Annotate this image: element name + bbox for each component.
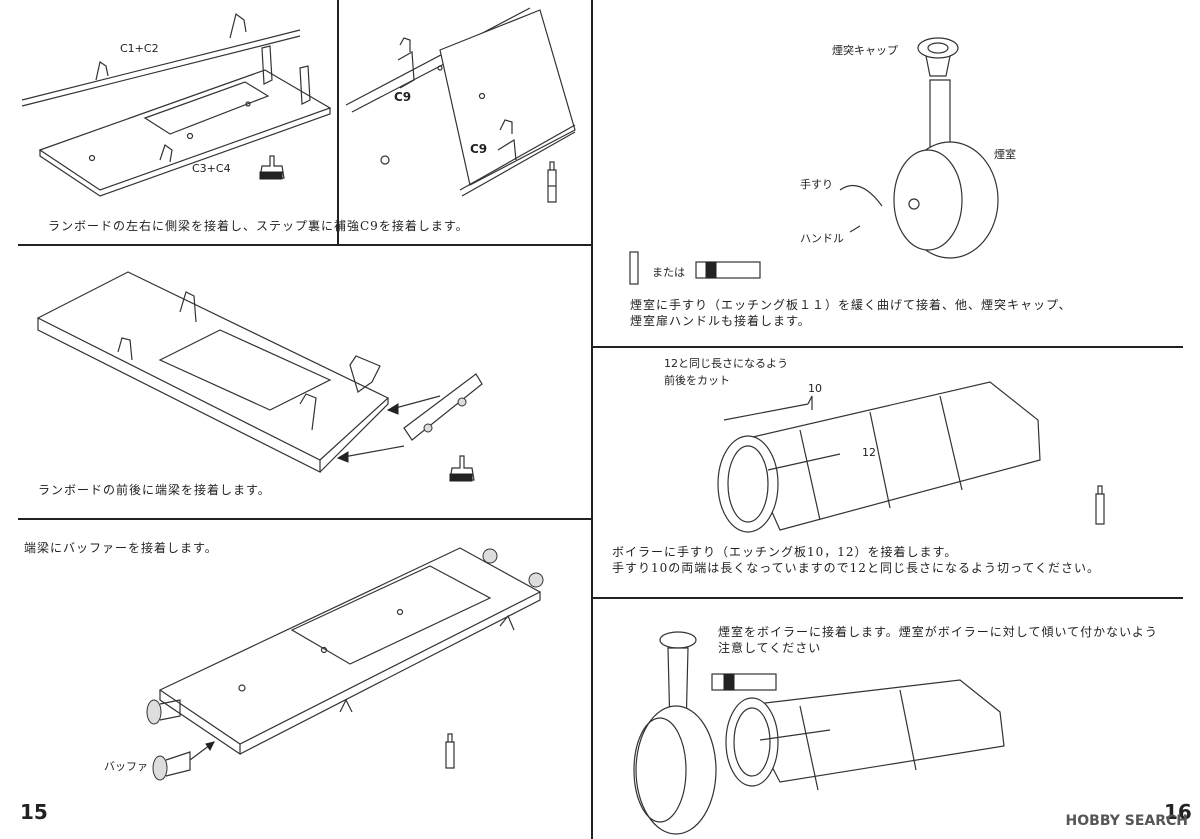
page-number-left: 15 — [20, 800, 48, 824]
label-smokebox: 煙室 — [994, 148, 1016, 161]
step5-note-line1: 12と同じ長さになるよう — [664, 357, 788, 370]
right-divider-2 — [593, 597, 1183, 599]
label-c9-top: C9 — [394, 90, 412, 104]
label-buffer: バッファ — [104, 760, 148, 773]
label-part-12: 12 — [862, 446, 876, 459]
label-c9-bottom: C9 — [470, 142, 488, 156]
step5-instruction-line1: ボイラーに手すり（エッチング板10，12）を接着します。 — [612, 545, 958, 559]
step5-instruction-line2: 手すり10の両端は長くなっていますので12と同じ長さになるよう切ってください。 — [612, 561, 1100, 575]
label-handle: ハンドル — [800, 232, 844, 245]
step1-inner-divider — [337, 0, 339, 244]
step4-instruction-line2: 煙室扉ハンドルも接着します。 — [630, 314, 811, 328]
step4-instruction-line1: 煙室に手すり（エッチング板１１）を緩く曲げて接着、他、煙突キャップ、 — [630, 298, 1072, 312]
right-divider-1 — [593, 346, 1183, 348]
step6-instruction-line1: 煙室をボイラーに接着します。煙室がボイラーに対して傾いて付かないよう — [718, 625, 1158, 639]
step3-instruction: 端梁にバッファーを接着します。 — [24, 541, 218, 555]
step4-drawing — [629, 37, 999, 285]
label-handrail: 手すり — [800, 178, 833, 191]
step3-drawing — [146, 547, 544, 781]
step2-drawing — [36, 271, 483, 482]
left-divider-2 — [18, 518, 591, 520]
left-divider-1 — [18, 244, 591, 246]
step1-runboard-drawing — [21, 12, 332, 197]
step5-note-line2: 前後をカット — [664, 374, 730, 387]
page-number-right: 16 — [1164, 800, 1192, 824]
label-c3c4: C3+C4 — [192, 162, 231, 175]
label-c1c2: C1+C2 — [120, 42, 159, 55]
step2-instruction: ランボードの前後に端梁を接着します。 — [38, 483, 271, 497]
step6-drawing — [633, 631, 1005, 835]
label-part-10: 10 — [808, 382, 822, 395]
step1-c9-drawing — [345, 7, 576, 203]
step5-drawing — [717, 381, 1105, 533]
center-divider — [591, 0, 593, 839]
watermark: HOBBY SEARCH — [1065, 813, 1188, 829]
step1-instruction: ランボードの左右に側梁を接着し、ステップ裏に補強C9を接着します。 — [48, 219, 469, 233]
label-or: または — [652, 266, 685, 279]
step6-instruction-line2: 注意してください — [718, 641, 822, 655]
label-chimney-cap: 煙突キャップ — [832, 44, 898, 57]
